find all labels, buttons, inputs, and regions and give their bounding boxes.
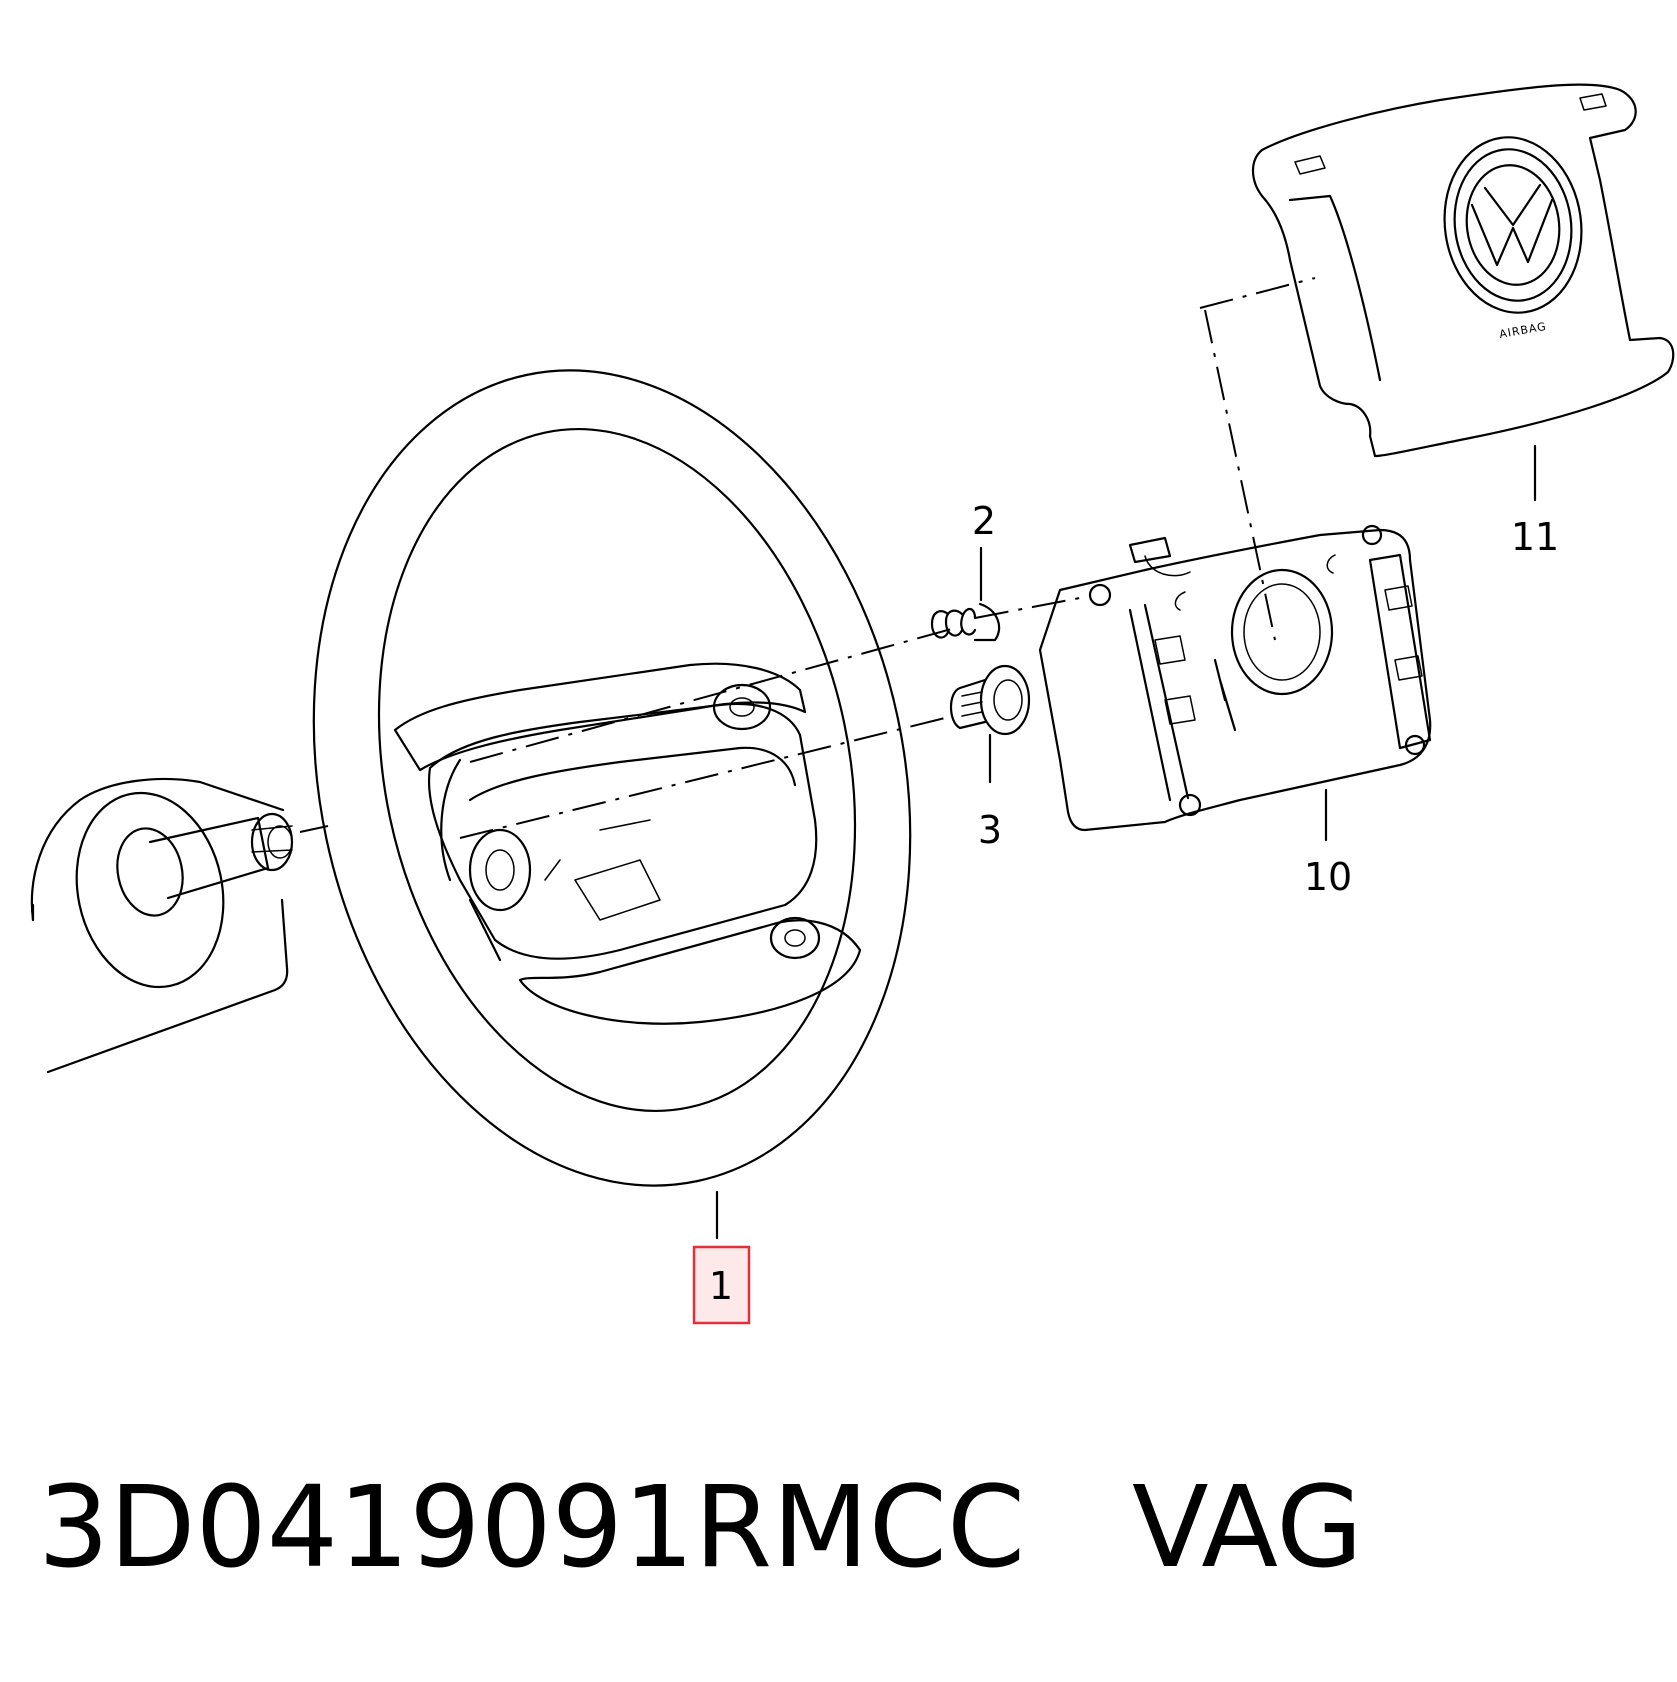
callout-labels: 1 2 3 10 11	[692, 499, 1559, 1325]
callout-11: 11	[1511, 515, 1559, 559]
callout-3: 3	[978, 808, 1002, 852]
clock-spring-part-10	[1038, 524, 1432, 832]
airbag-label: AIRBAG	[1498, 320, 1547, 341]
part-number-title: 3D0419091RMCC VAG	[38, 1463, 1363, 1593]
callout-10: 10	[1304, 855, 1352, 899]
spring-part-2	[930, 602, 1001, 642]
assembly-guide-lines	[459, 277, 1316, 839]
callout-1: 1	[709, 1264, 733, 1308]
steering-wheel	[312, 369, 912, 1187]
leader-lines	[715, 444, 1537, 1240]
callout-2: 2	[972, 499, 996, 543]
steering-column	[30, 777, 329, 1074]
airbag-part-11: AIRBAG	[1251, 83, 1675, 458]
highlight-box	[692, 1245, 751, 1325]
bolt-part-3	[949, 664, 1031, 736]
